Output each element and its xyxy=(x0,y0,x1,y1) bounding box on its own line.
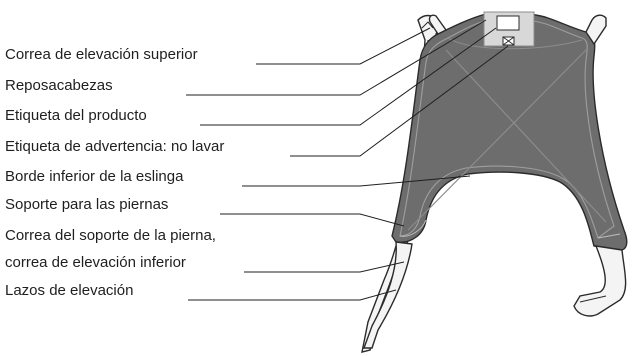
right-upper-strap xyxy=(585,14,607,46)
leader-line-lower-edge xyxy=(242,175,471,187)
label-lower-lifting-strap: correa de elevación inferior xyxy=(5,254,186,271)
label-product-label: Etiqueta del producto xyxy=(5,107,147,124)
leader-line-lifting-loops xyxy=(188,289,397,301)
leader-line-leg-strap xyxy=(244,261,405,273)
leader-line-headrest xyxy=(186,19,487,96)
label-leg-support-strap: Correa del soporte de la pierna, xyxy=(5,227,216,244)
label-lower-sling-edge: Borde inferior de la eslinga xyxy=(5,168,184,185)
left-upper-strap xyxy=(428,14,448,35)
label-lifting-loops: Lazos de elevación xyxy=(5,282,134,299)
sling-body xyxy=(391,12,628,251)
leader-line-upper-strap xyxy=(256,27,431,65)
leader-line-leg-support xyxy=(220,213,405,227)
label-upper-lifting-strap: Correa de elevación superior xyxy=(5,46,198,63)
label-headrest: Reposacabezas xyxy=(5,77,113,94)
left-leg-strap xyxy=(363,241,413,349)
leader-lines xyxy=(186,19,509,301)
leader-line-warning-label xyxy=(290,45,509,157)
leader-line-product-label xyxy=(200,27,497,126)
sling-illustration xyxy=(361,11,628,353)
right-leg-strap xyxy=(573,245,627,317)
label-leg-support: Soporte para las piernas xyxy=(5,196,169,213)
label-warning-label: Etiqueta de advertencia: no lavar xyxy=(5,138,225,155)
